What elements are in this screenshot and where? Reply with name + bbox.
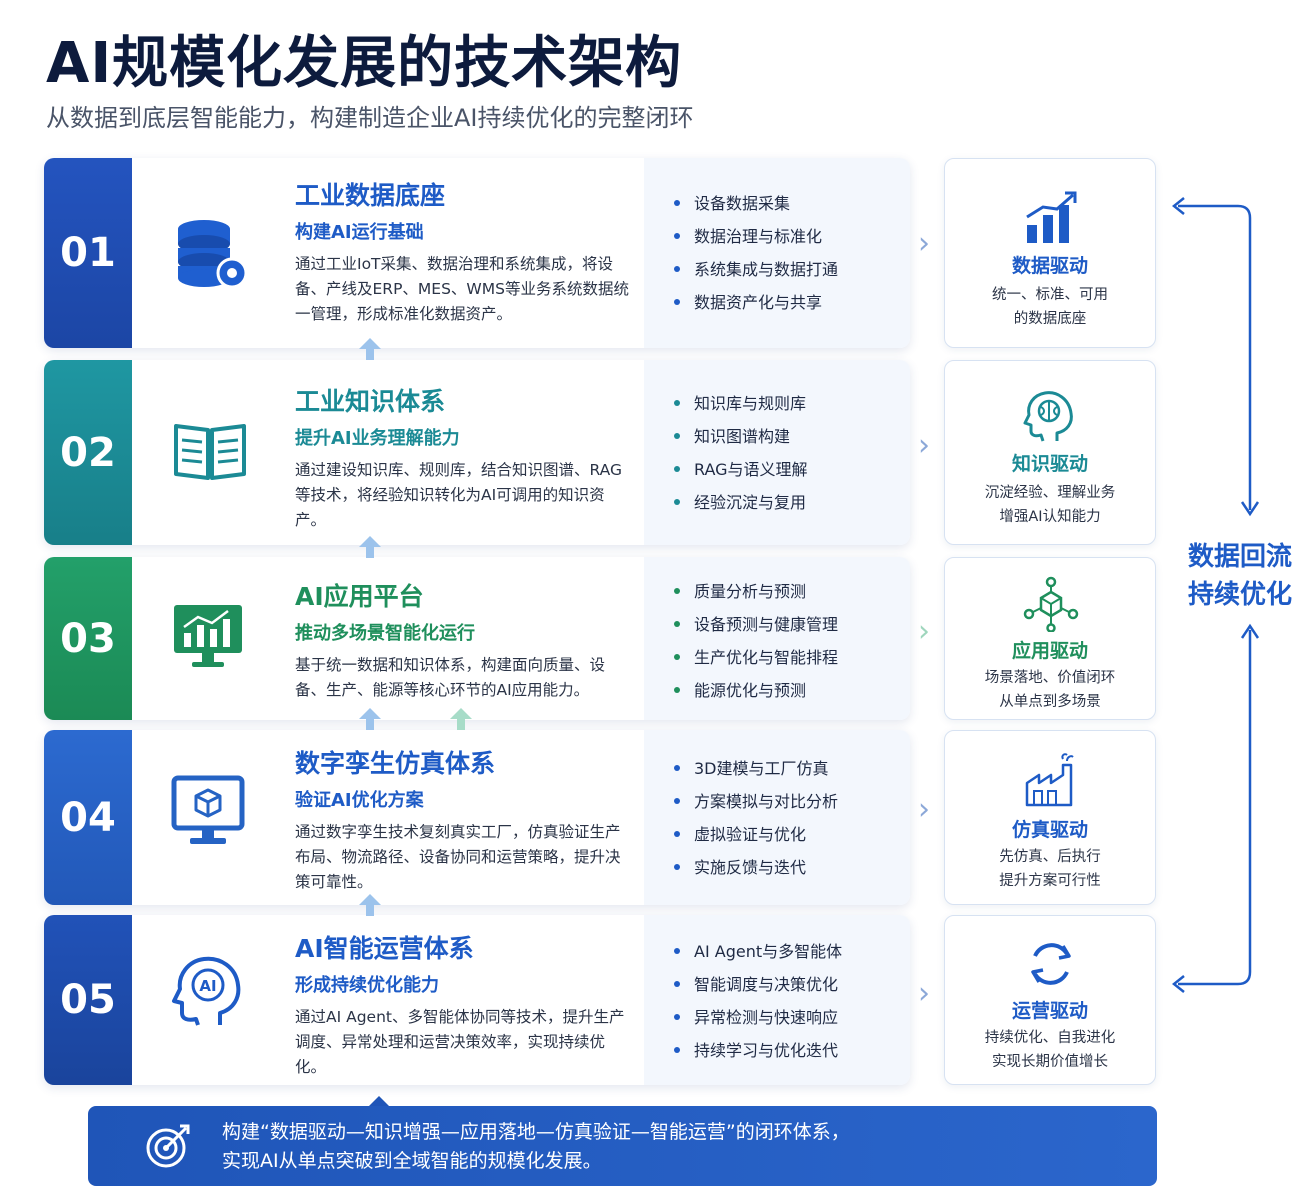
feature-item: RAG与语义理解 — [674, 453, 900, 486]
feedback-loop-arrows — [1171, 197, 1260, 993]
layer-05: 05 AI AI智能运营体系 形成持续优化能力 通过AI Agent、多智能体协… — [44, 915, 910, 1085]
layer-subtitle: 推动多场景智能化运行 — [295, 623, 475, 644]
feature-item: 持续学习与优化迭代 — [674, 1034, 900, 1067]
feature-list-panel: 质量分析与预测 设备预测与健康管理 生产优化与智能排程 能源优化与预测 — [644, 557, 910, 720]
feature-item: 智能调度与决策优化 — [674, 968, 900, 1001]
monitor-chart-icon — [170, 599, 250, 679]
banner-notch — [368, 1096, 390, 1107]
feature-item: AI Agent与多智能体 — [674, 935, 900, 968]
feature-list-panel: 知识库与规则库 知识图谱构建 RAG与语义理解 经验沉淀与复用 — [644, 360, 910, 545]
feature-item: 虚拟验证与优化 — [674, 818, 900, 851]
layer-description: 通过工业IoT采集、数据治理和系统集成，将设备、产线及ERP、MES、WMS等业… — [295, 255, 629, 323]
feature-item: 生产优化与智能排程 — [674, 641, 900, 674]
page-subtitle: 从数据到底层智能能力，构建制造企业AI持续优化的完整闭环 — [46, 104, 694, 132]
feature-item: 设备数据采集 — [674, 187, 900, 220]
driver-card-simulation: 仿真驱动 先仿真、后执行 提升方案可行性 — [944, 730, 1156, 905]
driver-card-application: 应用驱动 场景落地、价值闭环 从单点到多场景 — [944, 557, 1156, 720]
layer-number: 01 — [44, 158, 132, 348]
feature-item: 数据资产化与共享 — [674, 286, 900, 319]
layer-subtitle: 构建AI运行基础 — [295, 222, 424, 243]
layer-02: 02 工业知识体系 提升AI业务理解能力 通过建设知识库、规则库，结合知识图谱、… — [44, 360, 910, 545]
monitor-cube-icon — [170, 774, 250, 854]
feature-item: 实施反馈与迭代 — [674, 851, 900, 884]
factory-icon — [1025, 753, 1074, 807]
layer-subtitle: 验证AI优化方案 — [295, 790, 424, 811]
banner-text: 构建“数据驱动—知识增强—应用落地—仿真验证—智能运营”的闭环体系， 实现AI从… — [222, 1121, 850, 1172]
summary-banner: 构建“数据驱动—知识增强—应用落地—仿真验证—智能运营”的闭环体系， 实现AI从… — [88, 1106, 1157, 1186]
driver-card-data: 数据驱动 统一、标准、可用 的数据底座 — [944, 158, 1156, 348]
chevron-right-icon: › — [918, 976, 930, 1011]
feature-item: 3D建模与工厂仿真 — [674, 752, 900, 785]
feature-list-panel: 3D建模与工厂仿真 方案模拟与对比分析 虚拟验证与优化 实施反馈与迭代 — [644, 730, 910, 905]
layer-04: 04 数字孪生仿真体系 验证AI优化方案 通过数字孪生技术复刻真实工厂，仿真验证… — [44, 730, 910, 905]
layer-description: 通过AI Agent、多智能体协同等技术，提升生产调度、异常处理和运营决策效率，… — [295, 1008, 625, 1076]
driver-title: 数据驱动 — [1011, 255, 1088, 277]
up-arrow-icon — [359, 894, 381, 916]
layer-title: 数字孪生仿真体系 — [295, 749, 496, 778]
target-icon — [146, 1124, 190, 1168]
feature-item: 质量分析与预测 — [674, 575, 900, 608]
brain-head-icon — [1023, 391, 1073, 442]
driver-title: 仿真驱动 — [1011, 819, 1088, 841]
up-arrow-icon — [359, 338, 381, 360]
layer-03: 03 AI应用平台 推动多场景智能化运行 基于统一数据和知识体系，构建面向质量、… — [44, 557, 910, 720]
driver-title: 知识驱动 — [1011, 453, 1088, 475]
feature-list-panel: 设备数据采集 数据治理与标准化 系统集成与数据打通 数据资产化与共享 — [644, 158, 910, 348]
driver-card-operation: 运营驱动 持续优化、自我进化 实现长期价值增长 — [944, 915, 1156, 1085]
bar-chart-up-icon — [1026, 191, 1077, 243]
chevron-right-icon: › — [918, 792, 930, 827]
chevron-right-icon: › — [918, 428, 930, 463]
feature-item: 设备预测与健康管理 — [674, 608, 900, 641]
layer-01: 01 工业数据底座 构建AI运行基础 通过工业IoT采集、数据治理和系统集成，将… — [44, 158, 910, 348]
feature-item: 能源优化与预测 — [674, 674, 900, 707]
feature-list-panel: AI Agent与多智能体 智能调度与决策优化 异常检测与快速响应 持续学习与优… — [644, 915, 910, 1085]
driver-description: 场景落地、价值闭环 从单点到多场景 — [984, 670, 1116, 710]
layer-number: 05 — [44, 915, 132, 1085]
driver-description: 统一、标准、可用 的数据底座 — [992, 287, 1108, 327]
open-book-icon — [170, 412, 250, 492]
driver-title: 运营驱动 — [1011, 1000, 1088, 1022]
page-title: AI规模化发展的技术架构 — [46, 31, 683, 96]
chevron-right-icon: › — [918, 226, 930, 261]
network-cube-icon — [1023, 576, 1079, 632]
feature-item: 方案模拟与对比分析 — [674, 785, 900, 818]
layer-subtitle: 提升AI业务理解能力 — [295, 428, 460, 449]
driver-description: 持续优化、自我进化 实现长期价值增长 — [984, 1030, 1116, 1070]
ai-head-icon: AI — [170, 953, 250, 1033]
chevron-right-icon: › — [918, 614, 930, 649]
layer-subtitle: 形成持续优化能力 — [295, 975, 439, 996]
layer-number: 04 — [44, 730, 132, 905]
driver-card-knowledge: 知识驱动 沉淀经验、理解业务 增强AI认知能力 — [944, 360, 1156, 545]
feature-item: 知识图谱构建 — [674, 420, 900, 453]
layer-title: AI应用平台 — [295, 582, 424, 611]
up-arrow-icon — [359, 708, 381, 730]
layer-title: 工业知识体系 — [295, 387, 446, 416]
driver-title: 应用驱动 — [1011, 640, 1088, 662]
layer-number: 03 — [44, 557, 132, 720]
driver-description: 先仿真、后执行 提升方案可行性 — [999, 849, 1101, 889]
feature-item: 经验沉淀与复用 — [674, 486, 900, 519]
layer-number: 02 — [44, 360, 132, 545]
feature-item: 数据治理与标准化 — [674, 220, 900, 253]
layer-description: 通过数字孪生技术复刻真实工厂，仿真验证生产布局、物流路径、设备协同和运营策略，提… — [295, 823, 621, 891]
layer-title: AI智能运营体系 — [295, 934, 474, 963]
cycle-arrows-icon — [1031, 943, 1071, 985]
feedback-loop-label: 数据回流 持续优化 — [1188, 542, 1293, 610]
driver-description: 沉淀经验、理解业务 增强AI认知能力 — [984, 485, 1116, 525]
up-arrow-icon — [450, 708, 472, 730]
feature-item: 系统集成与数据打通 — [674, 253, 900, 286]
layer-title: 工业数据底座 — [295, 181, 446, 210]
feature-item: 知识库与规则库 — [674, 387, 900, 420]
layer-description: 基于统一数据和知识体系，构建面向质量、设备、生产、能源等核心环节的AI应用能力。 — [295, 656, 606, 699]
layer-description: 通过建设知识库、规则库，结合知识图谱、RAG等技术，将经验知识转化为AI可调用的… — [295, 461, 622, 529]
svg-text:AI: AI — [199, 977, 216, 995]
feature-item: 异常检测与快速响应 — [674, 1001, 900, 1034]
database-gear-icon — [170, 213, 250, 293]
up-arrow-icon — [359, 536, 381, 558]
